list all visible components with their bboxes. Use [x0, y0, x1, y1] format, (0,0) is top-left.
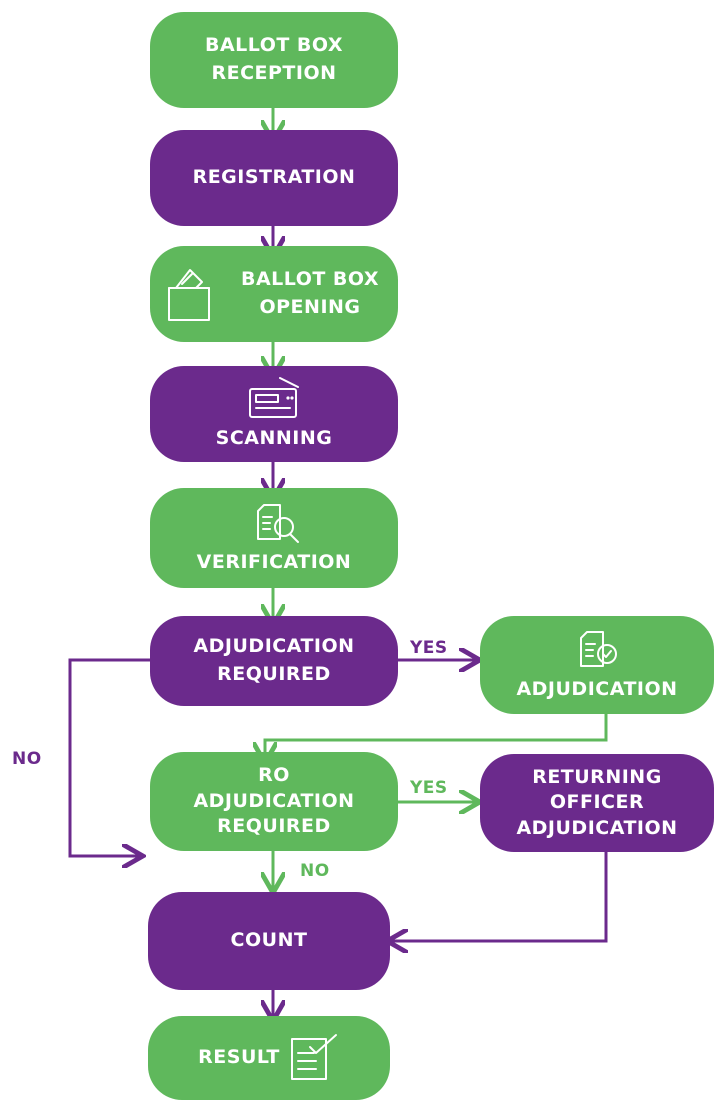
node-scanning: SCANNING — [150, 366, 398, 462]
checklist-icon — [290, 1034, 337, 1080]
node-verification: VERIFICATION — [150, 488, 398, 588]
node-adjudication-required: ADJUDICATION REQUIRED — [150, 616, 398, 706]
node-label-line: ADJUDICATION — [193, 789, 355, 812]
edge-label-yes: YES — [410, 638, 448, 658]
node-label: RESULT — [198, 1046, 280, 1069]
arrow-adjreq-no-to-roreq — [68, 658, 150, 856]
document-check-icon — [580, 631, 617, 668]
node-label-line: REQUIRED — [217, 815, 331, 838]
edge-label-yes: YES — [410, 778, 448, 798]
node-label-line: OFFICER — [549, 791, 645, 814]
node-label-line: BALLOT BOX — [204, 34, 344, 57]
node-adjudication: ADJUDICATION — [480, 616, 714, 714]
node-label-line: REQUIRED — [217, 663, 331, 685]
node-label-line: OPENING — [259, 296, 361, 318]
node-label: VERIFICATION — [196, 551, 352, 574]
node-ro-adjudication-required: RO ADJUDICATION REQUIRED — [150, 752, 398, 851]
node-count: COUNT — [148, 892, 390, 990]
document-search-icon — [257, 504, 299, 544]
node-label: COUNT — [230, 929, 308, 952]
edge-label-no: NO — [12, 749, 42, 769]
node-result: RESULT — [148, 1016, 390, 1100]
node-registration: REGISTRATION — [150, 130, 398, 226]
arrow-returning-to-count — [390, 852, 608, 941]
edge-label-no: NO — [300, 861, 330, 881]
scanner-icon — [249, 377, 299, 419]
node-label: ADJUDICATION — [516, 678, 678, 701]
node-label-line: RECEPTION — [211, 62, 337, 84]
node-label-line: RO — [258, 764, 290, 787]
node-label: SCANNING — [215, 427, 333, 450]
node-label-line: RETURNING — [532, 765, 662, 788]
node-label-line: ADJUDICATION — [516, 816, 678, 839]
node-returning-officer-adjudication: RETURNING OFFICER ADJUDICATION — [480, 754, 714, 852]
ballot-box-icon — [168, 269, 210, 321]
node-label: REGISTRATION — [192, 166, 356, 189]
node-label-line: BALLOT BOX — [240, 268, 380, 291]
node-label-line: ADJUDICATION — [193, 635, 355, 658]
node-ballot-box-opening: BALLOT BOX OPENING — [150, 246, 398, 342]
node-ballot-box-reception: BALLOT BOX RECEPTION — [150, 12, 398, 108]
arrow-adjudication-to-roreq — [265, 714, 608, 760]
